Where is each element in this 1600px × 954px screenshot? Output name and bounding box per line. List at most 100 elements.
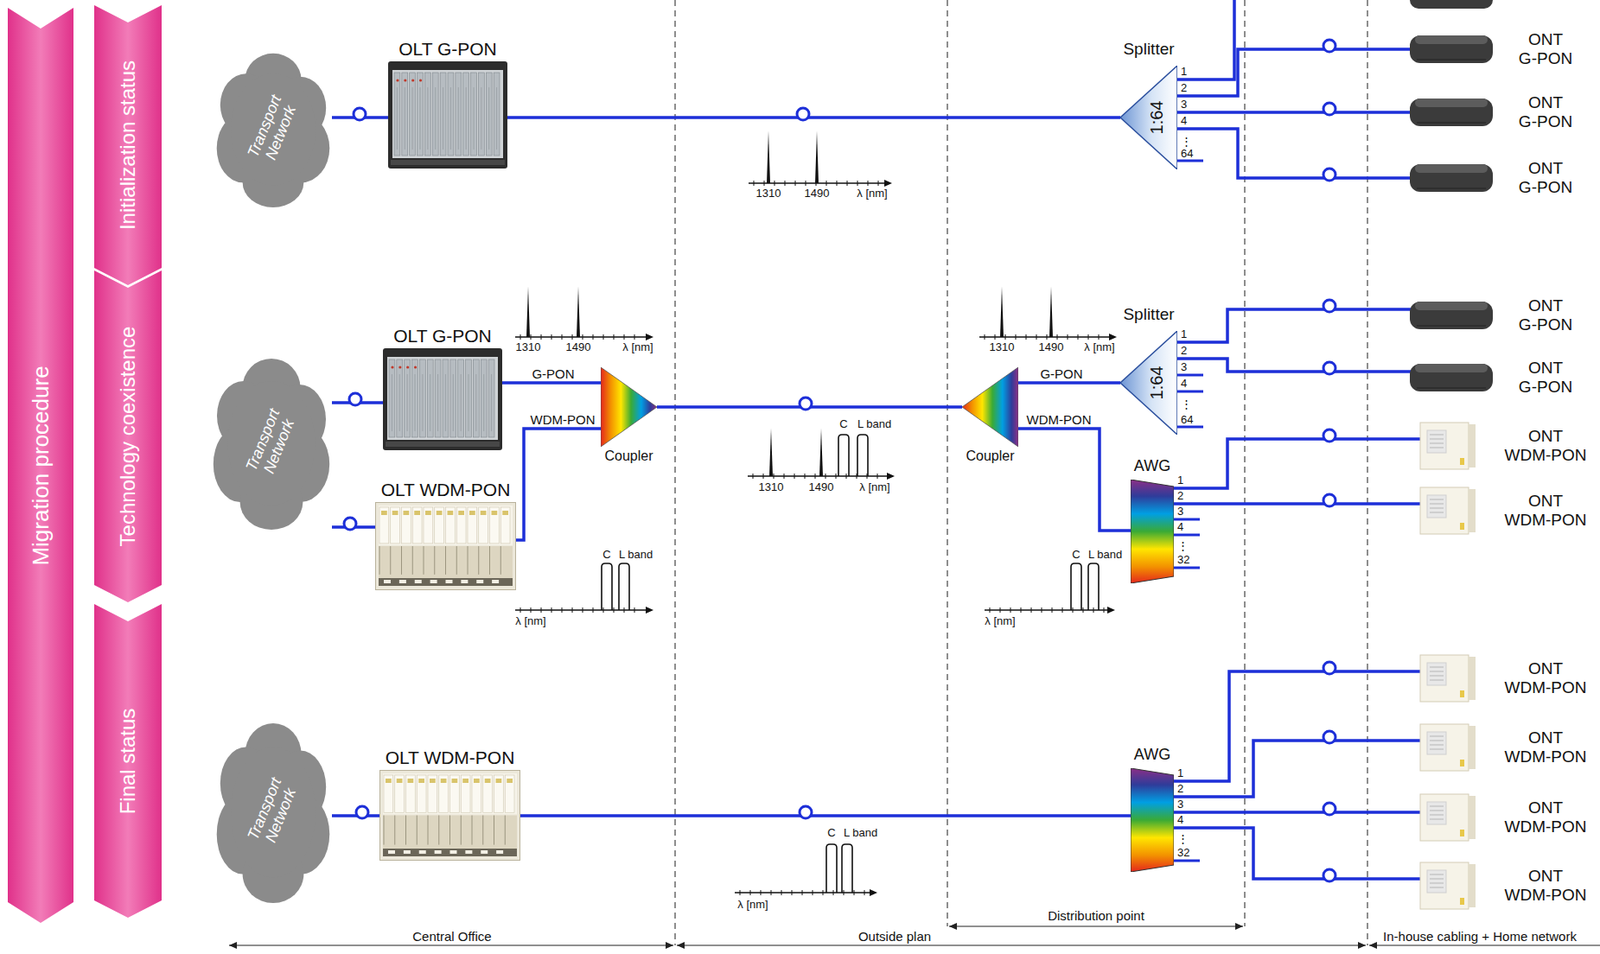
olt-unit: OLT G-PON: [388, 38, 508, 169]
port-number: 1: [1177, 474, 1184, 486]
spectrum-plot: [748, 131, 893, 187]
spectrum-label: λ [nm]: [737, 898, 768, 911]
ont-unit: ONT WDM-PON: [1404, 486, 1594, 536]
olt-unit: OLT WDM-PON: [375, 478, 517, 591]
fiber-link: [1018, 428, 1131, 531]
unused-port: [1177, 159, 1204, 163]
spectrum-plot: [979, 286, 1117, 341]
gpon-ont-device: [1404, 25, 1495, 74]
gpon-ont-device: [1404, 291, 1495, 340]
unused-port: [1173, 567, 1200, 570]
olt-unit: OLT WDM-PON: [379, 746, 521, 861]
section-divider: [1366, 0, 1368, 946]
spectrum-label: 1490: [566, 341, 592, 353]
ont-unit: ONT WDM-PON: [1404, 793, 1594, 842]
stage-band: Final status: [94, 604, 162, 918]
spectrum-label: λ [nm]: [856, 187, 887, 199]
fiber-link: [1177, 309, 1405, 343]
fiber-loop: [353, 108, 366, 121]
unused-port: [1173, 860, 1200, 863]
port-number: 3: [1180, 361, 1187, 373]
wdm-coupler: Coupler: [962, 367, 1019, 465]
unused-port: [1177, 426, 1204, 429]
awg-symbol: [1130, 768, 1174, 873]
device-name: OLT WDM-PON: [385, 746, 516, 769]
extent-arrow: [676, 942, 1366, 950]
ont-label: ONT G-PON: [1498, 93, 1594, 132]
spectrum-label: 1490: [809, 481, 835, 493]
port-number: 3: [1177, 798, 1184, 810]
ont-label: ONT WDM-PON: [1498, 427, 1594, 466]
port-number: 64: [1180, 414, 1193, 426]
stage-band: Migration procedure: [7, 7, 74, 924]
spectrum-plot: [515, 563, 654, 614]
ont-unit: ONT WDM-PON: [1404, 421, 1594, 471]
awg-mux: AWG: [1130, 745, 1174, 873]
section-label: Outside plan: [858, 930, 931, 944]
band-label: Final status: [116, 707, 140, 815]
ont-unit: ONT WDM-PON: [1404, 723, 1594, 772]
wdm-ont-device: [1404, 654, 1495, 703]
ont-unit: ONT G-PON: [1404, 291, 1594, 340]
ont-label: ONT WDM-PON: [1498, 798, 1594, 837]
ont-unit: ONT G-PON: [1404, 153, 1594, 203]
transport-network-cloud: Transport Network: [214, 721, 332, 904]
spectrum-plot: [734, 844, 878, 897]
fiber-wire: [1177, 0, 1235, 80]
spectrum-label: L band: [618, 548, 653, 561]
ont-label: ONT G-PON: [1498, 159, 1594, 198]
wdm-ont-device: [1404, 723, 1495, 772]
fiber-loop: [356, 806, 369, 819]
splitter-label: Splitter: [1122, 39, 1174, 59]
spectrum-label: 1490: [1039, 341, 1065, 353]
band-label: Migration procedure: [28, 365, 54, 566]
splitter-label: Splitter: [1122, 305, 1174, 325]
spectrum-label: C: [602, 548, 611, 561]
unused-port: [1177, 374, 1204, 377]
awg-label: AWG: [1134, 745, 1171, 765]
port-number: 3: [1180, 98, 1187, 110]
gpon-ont-device: [1409, 0, 1493, 9]
awg-symbol: [1130, 479, 1174, 584]
link-label: WDM-PON: [1025, 413, 1094, 427]
fiber-link: [1177, 49, 1405, 96]
fiber-link: [502, 381, 601, 385]
fiber-link: [1173, 740, 1405, 797]
coupler-symbol: [962, 367, 1019, 447]
port-number: 32: [1177, 847, 1190, 859]
band-label: Technology coexistence: [116, 326, 140, 548]
optical-splitter: Splitter1:64: [1120, 305, 1178, 435]
section-label: Distribution point: [1047, 909, 1145, 923]
port-number: 1: [1177, 767, 1184, 779]
fiber-link: [1177, 358, 1405, 372]
ont-label: ONT G-PON: [1498, 30, 1594, 69]
spectrum-label: λ [nm]: [515, 615, 546, 627]
extent-arrow: [1369, 942, 1600, 950]
port-number: 2: [1180, 344, 1187, 357]
spectrum-label: λ [nm]: [1083, 341, 1115, 353]
splitter-label: 1:64: [1147, 101, 1166, 135]
gpon-ont-device: [1404, 153, 1495, 203]
port-number: 32: [1177, 554, 1190, 566]
fiber-loop: [1323, 869, 1336, 882]
fiber-loop: [796, 108, 810, 121]
ont-label: ONT WDM-PON: [1498, 491, 1594, 530]
transport-network-cloud: Transport Network: [210, 356, 332, 530]
spectrum-label: λ [nm]: [859, 481, 890, 493]
spectrum-label: C: [1071, 548, 1080, 561]
fiber-loop: [349, 393, 362, 406]
fiber-loop: [1323, 39, 1336, 52]
spectrum-label: L band: [1088, 548, 1122, 561]
transport-network-cloud: Transport Network: [214, 51, 332, 208]
link-label: WDM-PON: [529, 413, 598, 427]
port-number: 2: [1177, 490, 1184, 502]
wdm-ont-device: [1404, 861, 1495, 911]
device-name: OLT G-PON: [393, 325, 492, 347]
olt-rack: [388, 61, 508, 169]
spectrum-label: λ [nm]: [622, 341, 653, 353]
section-label: Central Office: [412, 930, 491, 944]
fiber-loop: [1323, 168, 1336, 181]
fiber-loop: [799, 806, 812, 819]
coupler-label: Coupler: [965, 448, 1014, 465]
olt-rack: [382, 348, 503, 451]
